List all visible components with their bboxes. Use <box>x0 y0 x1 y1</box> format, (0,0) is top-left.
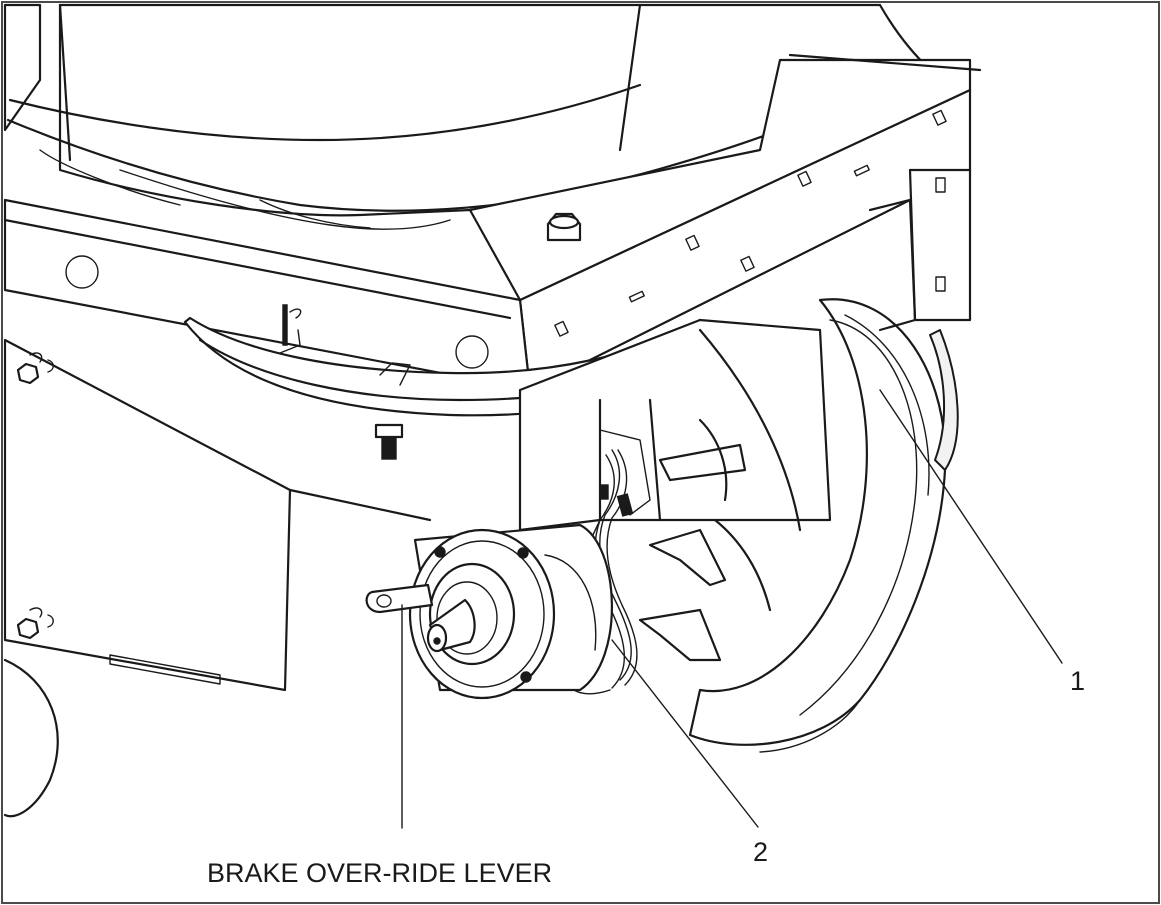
pivot-nut <box>548 214 580 240</box>
brake-assembly <box>410 525 612 698</box>
callout-2: 2 <box>753 837 768 867</box>
brake-override-lever-label: BRAKE OVER-RIDE LEVER <box>207 858 552 888</box>
side-plate <box>5 340 430 816</box>
callout-1: 1 <box>1070 666 1085 696</box>
